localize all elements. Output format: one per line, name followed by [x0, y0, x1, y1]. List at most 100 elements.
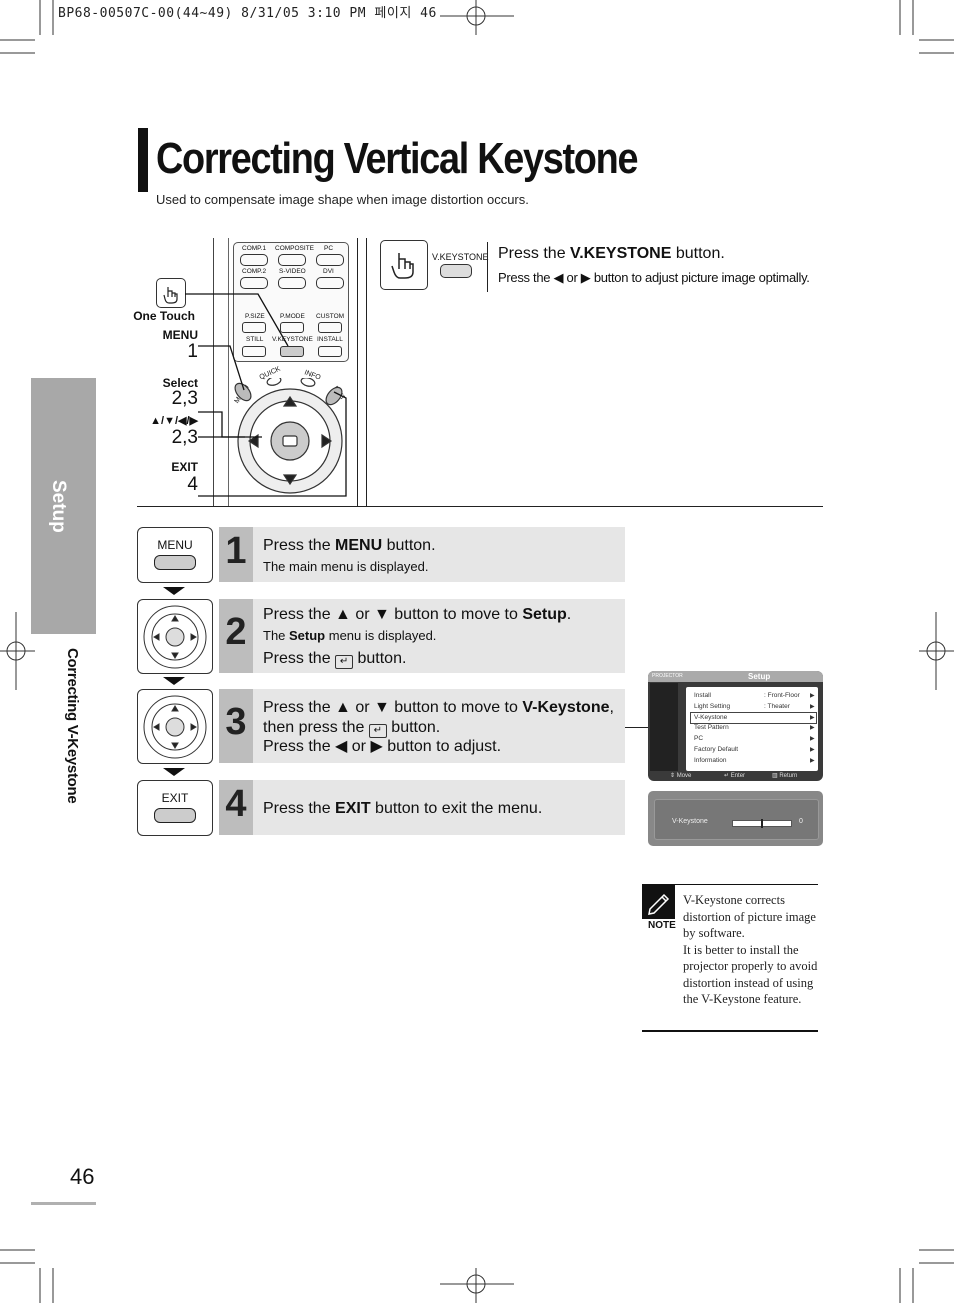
remote-composite-label: COMPOSITE: [275, 245, 315, 252]
vkeystone-instruction-detail: Press the ◀ or ▶ button to adjust pictur…: [498, 270, 810, 285]
osd-adjust-label: V-Keystone: [672, 818, 708, 825]
remote-comp1-button[interactable]: [240, 254, 268, 266]
osd-sidebar: [650, 683, 678, 771]
step-arrow-3: [163, 768, 185, 776]
note-pencil-icon: [642, 885, 675, 919]
osd-value-light-setting: : Theater: [764, 702, 790, 710]
vkeystone-button-icon: [440, 264, 472, 278]
osd-arrows: ▶▶▶▶▶▶▶: [810, 693, 815, 764]
arrows-label: ▲/▼/◀/▶: [150, 415, 198, 427]
remote-dvi-label: DVI: [323, 268, 334, 275]
callout-divider: [487, 242, 488, 292]
osd-item-install[interactable]: Install: [694, 692, 711, 699]
remote-vkeystone-button[interactable]: [280, 346, 304, 357]
step4-exit-button-icon: EXIT: [137, 780, 213, 836]
step-2-enter-text: Press the ↵ button.: [263, 650, 407, 669]
remote-pc-button[interactable]: [316, 254, 344, 266]
osd-brand: PROJECTOR: [652, 673, 683, 679]
remote-menu-button[interactable]: [232, 380, 254, 403]
osd-enter-icon: ↵: [724, 773, 731, 779]
remote-composite-button[interactable]: [278, 254, 306, 266]
step-1-subtext: The main menu is displayed.: [263, 559, 429, 574]
remote-pmode-button[interactable]: [280, 322, 304, 333]
remote-info-button[interactable]: [300, 378, 316, 388]
step-1-number: 1: [225, 530, 247, 572]
remote-still-label: STILL: [246, 336, 264, 343]
one-touch-icon: [156, 278, 186, 308]
osd-item-pc[interactable]: PC: [694, 735, 704, 743]
menu-label: MENU: [162, 328, 198, 342]
side-section-label: Correcting V-Keystone: [64, 648, 81, 804]
page-number-rule: [31, 1202, 96, 1205]
osd-adjust-slider[interactable]: [732, 819, 792, 828]
remote-divider: [357, 238, 358, 506]
osd-item-v-keystone[interactable]: V-Keystone: [690, 711, 817, 725]
page-number: 46: [70, 1164, 95, 1189]
osd-footer-enter: ↵ Enter: [724, 773, 746, 779]
remote-quick-button[interactable]: [266, 378, 282, 387]
remote-pc-label: PC: [324, 245, 334, 252]
select-label: Select: [162, 376, 198, 390]
enter-icon: ↵: [368, 724, 387, 738]
remote-button-panel: COMP.1 COMPOSITE PC COMP.2 S-VIDEO DVI P…: [233, 242, 349, 362]
remote-install-label: INSTALL: [317, 336, 343, 343]
osd-vkeystone-adjust: V-Keystone 0: [648, 791, 823, 846]
osd-item-information[interactable]: Information: [694, 756, 727, 764]
remote-svideo-label: S-VIDEO: [279, 268, 306, 275]
note-label: NOTE: [648, 920, 676, 931]
osd-setup-menu: PROJECTOR Setup Install Light Setting V-…: [648, 671, 823, 781]
remote-svideo-button[interactable]: [278, 277, 306, 289]
vkeystone-instruction: Press the V.KEYSTONE button.: [498, 245, 725, 262]
step-2-subtext: The Setup menu is displayed.: [263, 628, 437, 643]
osd-menu-title: Setup: [748, 672, 771, 681]
vkeystone-touch-icon: [380, 240, 428, 290]
remote-custom-button[interactable]: [318, 322, 342, 333]
osd-footer-return: ▥ Return: [772, 773, 798, 779]
remote-divider-2: [366, 238, 367, 506]
remote-still-button[interactable]: [242, 346, 266, 357]
step1-menu-button-icon: MENU: [137, 527, 213, 583]
step-arrow-2: [163, 677, 185, 685]
osd-adjust-value: 0: [799, 818, 803, 825]
remote-install-button[interactable]: [318, 346, 342, 357]
step-1: 1 Press the MENU button. The main menu i…: [219, 527, 625, 582]
step-4-text: Press the EXIT button to exit the menu.: [263, 800, 543, 817]
side-tab-label: Setup: [48, 480, 69, 533]
step-3-enter-text: then press the ↵ button.: [263, 719, 441, 738]
osd-item-light-setting[interactable]: Light Setting: [694, 702, 731, 710]
remote-custom-label: CUSTOM: [316, 313, 345, 320]
vkeystone-icon-label: V.KEYSTONE: [432, 252, 489, 262]
step-arrow-1: [163, 587, 185, 595]
step-2: 2 Press the ▲ or ▼ button to move to Set…: [219, 599, 625, 673]
step-3: 3 Press the ▲ or ▼ button to move to V-K…: [219, 689, 625, 763]
step3-dpad-icon: [137, 689, 213, 764]
osd-adjust-knob[interactable]: [761, 819, 763, 828]
remote-comp2-button[interactable]: [240, 277, 268, 289]
title-bar: [138, 128, 148, 192]
step2-dpad-icon: [137, 599, 213, 674]
remote-vkeystone-label: V.KEYSTONE: [272, 336, 313, 343]
one-touch-label: One Touch: [133, 309, 195, 323]
exit-label: EXIT: [171, 460, 198, 474]
osd-leader: [625, 727, 648, 728]
remote-psize-label: P.SIZE: [245, 313, 265, 320]
remote-dpad: [232, 378, 345, 494]
remote-dvi-button[interactable]: [316, 277, 344, 289]
note-text: V-Keystone corrects distortion of pictur…: [683, 893, 818, 1006]
osd-item-factory-default[interactable]: Factory Default: [694, 745, 739, 753]
remote-psize-button[interactable]: [242, 322, 266, 333]
arrows-step-number: 2,3: [171, 427, 198, 448]
step-3-adjust-text: Press the ◀ or ▶ button to adjust.: [263, 738, 502, 755]
side-tab: [31, 378, 96, 634]
remote-pmode-label: P.MODE: [280, 313, 305, 320]
page-title: Correcting Vertical Keystone: [156, 134, 638, 183]
step-3-text: Press the ▲ or ▼ button to move to V-Key…: [263, 699, 614, 716]
remote-exit-button[interactable]: [323, 384, 345, 407]
osd-footer-move: ⇕ Move: [670, 773, 692, 779]
section-divider: [137, 506, 823, 507]
osd-item-test-pattern[interactable]: Test Pattern: [694, 724, 729, 732]
note-bottom-rule: [642, 1030, 818, 1032]
exit-step-number: 4: [187, 474, 198, 495]
menu-step-number: 1: [187, 341, 198, 362]
step-4-number: 4: [225, 783, 247, 825]
